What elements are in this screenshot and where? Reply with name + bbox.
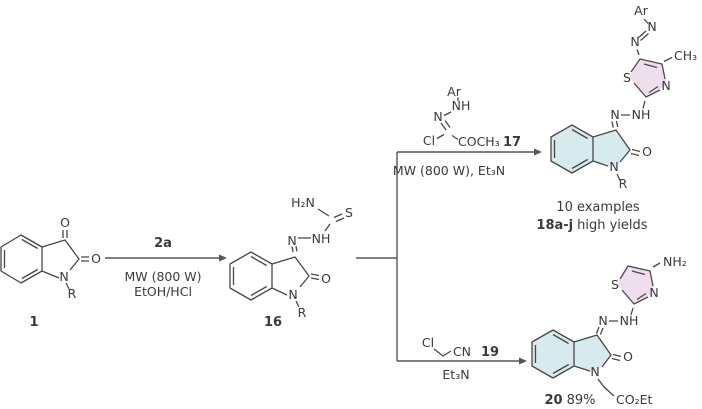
atom-sulfur: S xyxy=(623,70,631,85)
reagent-2a-label: 2a xyxy=(154,236,172,251)
atom-cl: Cl xyxy=(423,133,435,148)
branch-bottom: Cl CN 19 Et₃N xyxy=(397,335,527,382)
compound-16-skeleton xyxy=(229,208,345,308)
thiazole-bonds xyxy=(619,265,654,305)
group-coch3: COCH₃ xyxy=(458,134,500,149)
step1-conditions-2: EtOH/HCl xyxy=(134,284,192,299)
atom-h2n: H₂N xyxy=(291,195,315,210)
azo-and-links xyxy=(611,18,673,128)
product-20-number: 20 xyxy=(545,393,563,408)
arrow-head xyxy=(219,254,227,262)
benzene-ring-fill xyxy=(532,330,574,378)
atom-oxygen: O xyxy=(321,271,331,286)
group-co2et: CO₂Et xyxy=(616,392,652,407)
atom-oxygen: O xyxy=(623,349,633,364)
substituent-r: R xyxy=(68,286,77,301)
reagent-19-skeleton xyxy=(433,348,452,357)
compound-16: H₂N S N NH O N R 16 xyxy=(229,195,353,330)
atom-n: N xyxy=(433,109,442,124)
atom-nh: NH xyxy=(452,98,471,113)
product-20: NH₂ S N NH N O N CO₂Et 20 89% xyxy=(531,254,687,408)
group-ch3: CH₃ xyxy=(674,48,697,63)
atom-hydrazone-n: N xyxy=(287,233,296,248)
product-20-yield: 89% xyxy=(567,393,596,408)
indolinone-skeleton xyxy=(531,329,622,397)
bottom-branch-conditions: Et₃N xyxy=(442,367,469,382)
atom-oxygen-top: O xyxy=(60,215,70,230)
compound-16-number: 16 xyxy=(264,315,282,330)
reagent-19-number: 19 xyxy=(481,345,499,360)
product-20-caption: 20 89% xyxy=(545,393,596,408)
atom-thiazole-n: N xyxy=(649,285,658,300)
arrow-head xyxy=(534,148,542,156)
atom-cl: Cl xyxy=(422,335,434,350)
reagent-17-skeleton xyxy=(436,97,459,141)
atom-hydrazone-n: N xyxy=(598,313,607,328)
atom-oxygen: O xyxy=(642,144,652,159)
lactam-ring-fill xyxy=(574,335,611,372)
atom-nh: NH xyxy=(312,231,331,246)
indolinone-skeleton xyxy=(550,124,641,181)
thiazole-bonds xyxy=(630,58,666,98)
atom-ring-n: N xyxy=(609,159,618,174)
arrow-head xyxy=(519,357,527,365)
compound-1-skeleton xyxy=(0,230,89,290)
lactam-ring-fill xyxy=(593,130,630,167)
atom-nh: NH xyxy=(632,107,651,122)
arrow-step-1: 2a MW (800 W) EtOH/HCl xyxy=(105,236,227,299)
yield-caption: 18a-j high yields xyxy=(536,218,647,233)
atom-oxygen-right: O xyxy=(91,251,101,266)
atom-azo-n1: N xyxy=(647,19,656,34)
atom-thiazole-n: N xyxy=(661,78,670,93)
substituent-r: R xyxy=(298,305,307,320)
benzene-ring-fill xyxy=(551,125,593,173)
product-18: Ar N N CH₃ S N N NH O N R 10 examples 18… xyxy=(536,3,697,233)
step1-conditions-1: MW (800 W) xyxy=(124,269,201,284)
branch-lines xyxy=(356,152,398,361)
atom-azo-n2: N xyxy=(630,34,639,49)
compound-1-number: 1 xyxy=(29,315,38,330)
top-branch-conditions: MW (800 W), Et₃N xyxy=(393,163,505,178)
substituent-r: R xyxy=(619,176,628,191)
compound-1: O O N R 1 xyxy=(0,215,101,330)
branch-top: Ar NH N Cl COCH₃ 17 MW (800 W), Et₃N xyxy=(393,84,542,178)
atom-ar: Ar xyxy=(634,3,649,18)
atom-sulfur: S xyxy=(611,277,619,292)
product-18-number: 18a-j xyxy=(536,218,573,233)
atom-hydrazone-n: N xyxy=(610,107,619,122)
links xyxy=(595,262,661,335)
atom-ring-n: N xyxy=(288,287,297,302)
group-cn: CN xyxy=(453,344,471,359)
group-nh2: NH₂ xyxy=(663,254,687,269)
examples-caption: 10 examples xyxy=(556,200,640,215)
branch-connector xyxy=(356,152,398,361)
atom-nh: NH xyxy=(620,313,639,328)
atom-nitrogen: N xyxy=(59,269,68,284)
yield-caption-text: high yields xyxy=(577,218,648,233)
atom-ring-n: N xyxy=(590,364,599,379)
atom-sulfur: S xyxy=(345,205,353,220)
reagent-17-number: 17 xyxy=(503,135,521,150)
atom-ar: Ar xyxy=(447,84,462,99)
